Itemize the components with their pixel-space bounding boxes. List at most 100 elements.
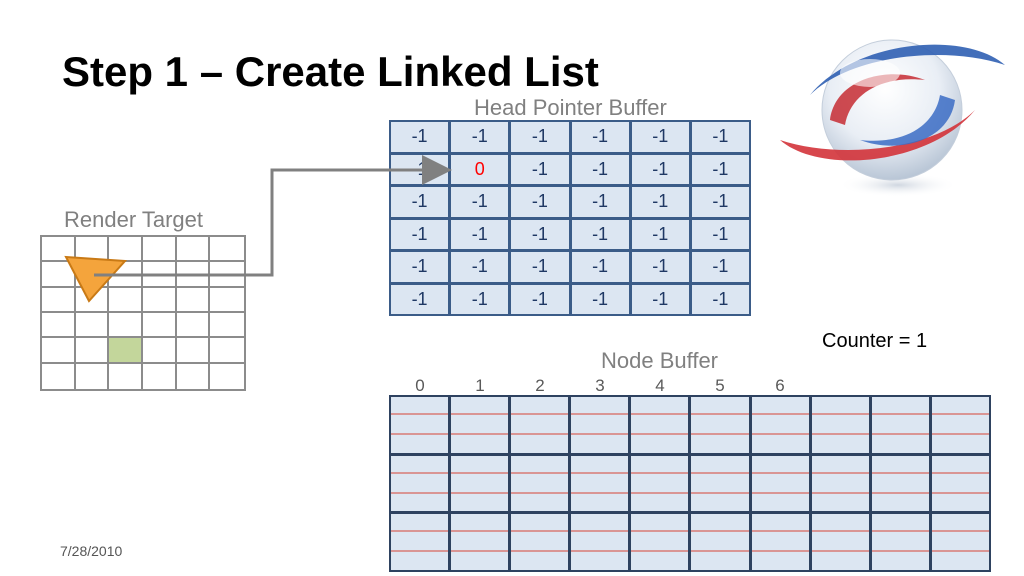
node-buffer-cell: [931, 397, 989, 453]
node-buffer-cell: [571, 455, 629, 512]
head-pointer-cell: -1: [691, 219, 749, 249]
node-buffer-index: 4: [655, 376, 665, 395]
head-pointer-cell: -1: [631, 187, 689, 217]
head-pointer-cell: -1: [691, 187, 749, 217]
node-buffer-cell: [931, 514, 989, 570]
render-target-cell: [210, 338, 244, 364]
head-pointer-cell: -1: [391, 154, 449, 184]
render-target-cell: [42, 237, 76, 263]
render-target-cell: [210, 313, 244, 339]
node-buffer-cell: [691, 455, 749, 512]
head-pointer-cell: -1: [451, 187, 509, 217]
node-buffer-label: Node Buffer: [601, 348, 719, 373]
render-target-cell: [109, 338, 143, 364]
render-target-cell: [143, 363, 177, 389]
node-buffer-cell: [631, 455, 689, 512]
head-pointer-cell: -1: [391, 122, 449, 152]
node-buffer-cell: [511, 514, 569, 570]
node-buffer-index: 0: [415, 376, 425, 395]
render-target-cell: [176, 262, 211, 288]
render-target-cell: [143, 262, 177, 288]
node-buffer-cell: [751, 514, 809, 570]
node-buffer-index: 5: [715, 376, 725, 395]
head-pointer-cell: -1: [691, 154, 749, 184]
head-pointer-cell: -1: [451, 284, 509, 314]
head-pointer-cell: -1: [571, 154, 629, 184]
render-target-cell: [42, 338, 76, 364]
render-target-cell: [75, 338, 110, 364]
render-target-cell: [109, 313, 143, 339]
head-pointer-cell: -1: [511, 284, 569, 314]
node-buffer-cell: [451, 397, 509, 453]
head-pointer-cell: -1: [451, 122, 509, 152]
node-buffer-cell: [931, 455, 989, 512]
head-pointer-cell: -1: [571, 219, 629, 249]
head-pointer-cell: -1: [511, 187, 569, 217]
head-pointer-cell: -1: [391, 187, 449, 217]
head-pointer-cell: -1: [571, 187, 629, 217]
head-pointer-cell: -1: [391, 252, 449, 282]
head-pointer-cell: -1: [631, 284, 689, 314]
render-target-cell: [210, 364, 244, 389]
render-target-cell: [176, 338, 211, 364]
head-pointer-cell: -1: [691, 252, 749, 282]
render-target-cell: [143, 237, 177, 263]
node-buffer-cell: [571, 397, 629, 453]
head-pointer-cell: -1: [511, 122, 569, 152]
node-buffer-cell: [751, 397, 809, 453]
node-buffer-grid: [389, 395, 991, 572]
render-target-cell: [42, 287, 76, 313]
head-pointer-cell: -1: [511, 154, 569, 184]
render-target-cell: [143, 287, 177, 313]
counter-text: Counter = 1: [822, 330, 928, 352]
node-buffer-cell: [451, 514, 509, 570]
head-pointer-cell: -1: [451, 252, 509, 282]
render-target-cell: [176, 237, 211, 263]
node-buffer-cell: [511, 397, 569, 453]
render-target-cell: [109, 363, 143, 389]
triangle-fragment-icon: [64, 255, 128, 303]
head-pointer-cell: -1: [691, 122, 749, 152]
node-buffer-cell: [691, 514, 749, 570]
render-target-cell: [210, 288, 244, 313]
node-buffer-cell: [391, 455, 449, 512]
render-target-cell: [176, 287, 211, 313]
head-pointer-cell: -1: [511, 252, 569, 282]
node-buffer-index: 2: [535, 376, 545, 395]
render-target-cell: [210, 237, 244, 263]
node-buffer-cell: [751, 455, 809, 512]
node-buffer-cell: [871, 397, 929, 453]
head-pointer-cell: -1: [631, 154, 689, 184]
node-buffer-index: 6: [775, 376, 785, 395]
node-buffer-cell: [811, 455, 869, 512]
head-pointer-cell: -1: [391, 284, 449, 314]
render-target-cell: [143, 338, 177, 364]
head-pointer-cell: -1: [571, 284, 629, 314]
render-target-label: Render Target: [64, 207, 204, 232]
head-pointer-buffer-label: Head Pointer Buffer: [474, 95, 667, 120]
head-pointer-cell: -1: [631, 219, 689, 249]
head-pointer-cell: -1: [631, 122, 689, 152]
node-buffer-cell: [691, 397, 749, 453]
head-pointer-cell: -1: [691, 284, 749, 314]
date-text: 7/28/2010: [60, 543, 123, 559]
node-buffer-cell: [811, 514, 869, 570]
head-pointer-cell: -1: [451, 219, 509, 249]
render-target-cell: [109, 287, 143, 313]
node-buffer-cell: [571, 514, 629, 570]
render-target-cell: [42, 313, 76, 339]
node-buffer-cell: [631, 514, 689, 570]
node-buffer-cell: [871, 514, 929, 570]
node-buffer-cell: [631, 397, 689, 453]
render-target-cell: [177, 363, 211, 389]
render-target-cell: [176, 313, 211, 339]
node-buffer-cell: [391, 397, 449, 453]
node-buffer-index: 1: [475, 376, 485, 395]
render-target-cell: [42, 363, 76, 389]
head-pointer-cell: -1: [571, 122, 629, 152]
head-pointer-cell: 0: [451, 154, 509, 184]
node-buffer-cell: [811, 397, 869, 453]
render-target-cell: [75, 313, 110, 339]
